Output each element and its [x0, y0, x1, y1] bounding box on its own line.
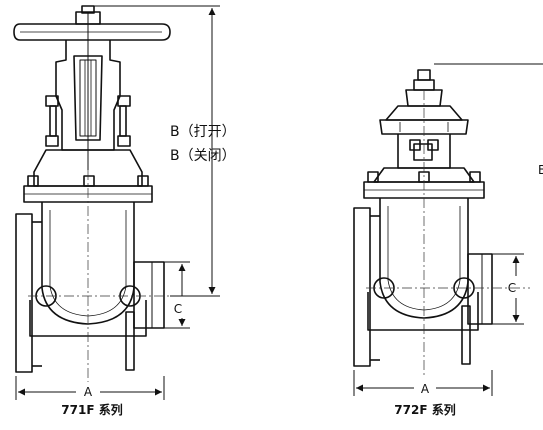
- body-772f: [353, 198, 493, 367]
- caption-771f: 771F 系列: [61, 402, 122, 417]
- valve-772f-drawing: [353, 69, 530, 376]
- dimension-a-771f: [15, 376, 165, 400]
- label-c-771f: C: [174, 302, 182, 316]
- dimension-a-772f: [353, 370, 493, 396]
- body: [15, 202, 165, 373]
- dimension-c-771f: [164, 261, 190, 329]
- dimension-b-771f: [94, 5, 220, 297]
- operator-nut: [379, 105, 469, 135]
- label-b-772f: B: [538, 163, 543, 177]
- handwheel: [13, 5, 171, 41]
- valve-771f-drawing: [13, 5, 171, 382]
- label-b-closed-771f: B（关闭）: [170, 148, 236, 164]
- label-b-open-771f: B（打开）: [170, 123, 236, 140]
- label-c-772f: C: [508, 281, 516, 295]
- dimension-c-772f: [492, 253, 524, 325]
- stem-top: [405, 69, 443, 107]
- label-a-771f: A: [84, 385, 93, 399]
- label-a-772f: A: [421, 382, 430, 396]
- caption-772f: 772F 系列: [394, 402, 455, 417]
